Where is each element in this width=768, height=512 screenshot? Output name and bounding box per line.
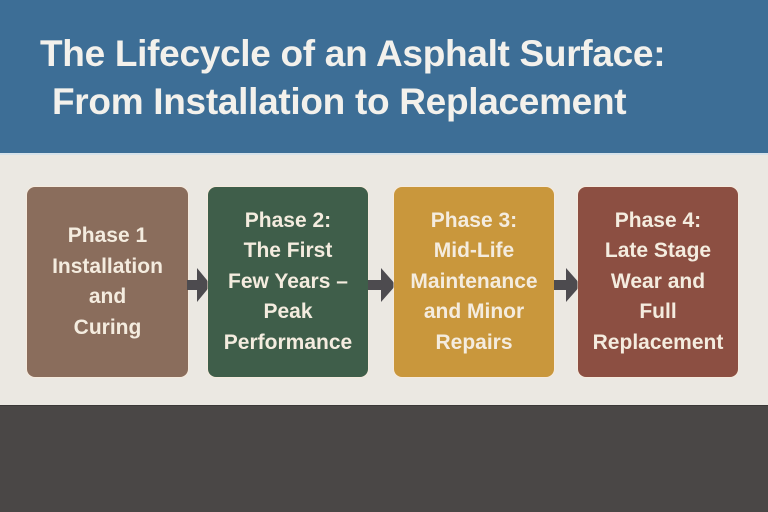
phase-2-line: The First xyxy=(243,239,333,263)
page-title: The Lifecycle of an Asphalt Surface: Fro… xyxy=(34,30,754,126)
phase-4-label: Phase 4: Late Stage Wear and Full Replac… xyxy=(593,206,724,359)
phase-2-line: Peak xyxy=(263,300,313,324)
phase-3-box: Phase 3: Mid-Life Maintenance and Minor … xyxy=(394,187,554,377)
phase-1-line: Installation xyxy=(52,254,163,278)
phase-1-line: and xyxy=(88,285,127,308)
phase-1-box: Phase 1 Installation and Curing xyxy=(27,187,188,377)
title-line-2: From Installation to Replacement xyxy=(52,81,627,122)
phase-2-label: Phase 2: The First Few Years – Peak Perf… xyxy=(224,206,352,359)
phase-3-line: Phase 3: xyxy=(430,208,518,232)
phase-1-line: Phase 1 xyxy=(67,224,148,247)
phase-3-line: Mid-Life xyxy=(433,239,515,263)
phase-4-line: Replacement xyxy=(592,330,724,354)
phase-4-line: Full xyxy=(639,300,677,324)
phase-4-line: Wear and xyxy=(610,269,706,293)
phase-4-line: Phase 4: xyxy=(614,208,702,232)
title-line-1: The Lifecycle of an Asphalt Surface: xyxy=(40,33,666,74)
phase-3-line: Repairs xyxy=(435,330,513,354)
phase-3-label: Phase 3: Mid-Life Maintenance and Minor … xyxy=(410,206,537,359)
arrow-right-icon xyxy=(187,268,211,302)
phase-2-line: Phase 2: xyxy=(244,208,332,232)
arrow-right-icon xyxy=(554,268,581,302)
phase-1-label: Phase 1 Installation and Curing xyxy=(52,221,163,343)
phase-3-line: Maintenance xyxy=(410,269,538,293)
header-banner: The Lifecycle of an Asphalt Surface: Fro… xyxy=(0,0,768,155)
phase-2-line: Performance xyxy=(223,330,353,354)
phase-1-line: Curing xyxy=(73,315,142,339)
arrow-right-icon xyxy=(368,268,396,302)
footer-asphalt-band xyxy=(0,405,768,512)
phase-4-box: Phase 4: Late Stage Wear and Full Replac… xyxy=(578,187,738,377)
phase-2-line: Few Years – xyxy=(228,269,348,293)
phase-4-line: Late Stage xyxy=(604,239,712,263)
phase-3-line: and Minor xyxy=(423,300,525,324)
phase-2-box: Phase 2: The First Few Years – Peak Perf… xyxy=(208,187,368,377)
